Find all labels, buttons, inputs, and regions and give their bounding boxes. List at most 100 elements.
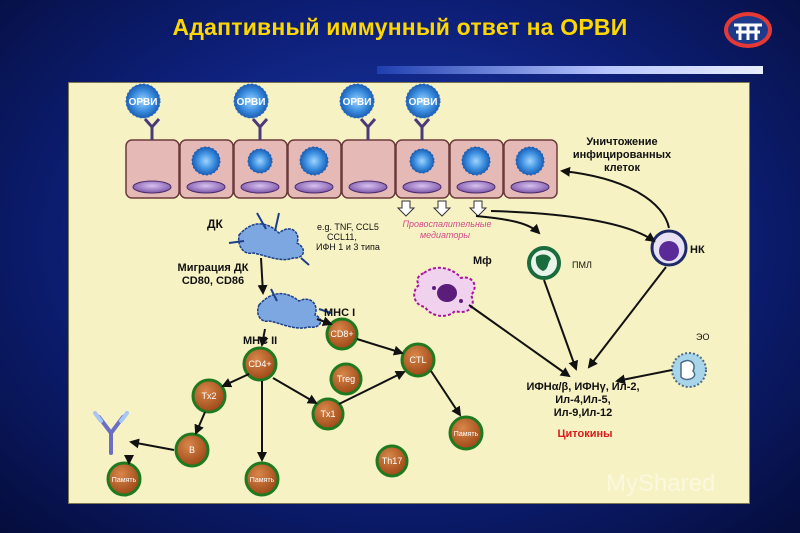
arrow xyxy=(587,266,667,369)
nucleus xyxy=(348,180,388,194)
th1-label: Tx1 xyxy=(320,409,335,419)
arrow xyxy=(316,316,333,327)
intracellular-virus xyxy=(515,146,545,176)
arrow xyxy=(490,210,656,243)
treg-label: Treg xyxy=(337,374,355,384)
hollow-arrow-icon xyxy=(468,200,488,217)
migration-line-1: Миграция ДК xyxy=(178,262,249,274)
virus-label: ОРВИ xyxy=(343,97,372,108)
proinflam-line-1: Провоспалительные xyxy=(402,219,491,229)
dendritic-cell-icon xyxy=(228,212,310,266)
cytokines-line-2: Ил-4,Ил-5, xyxy=(555,394,610,406)
nk-label: НК xyxy=(690,244,705,256)
arrow xyxy=(258,328,269,347)
memory-cell xyxy=(448,415,484,451)
virus-label: ОРВИ xyxy=(129,97,158,108)
receptor-icon xyxy=(359,118,377,140)
arrow xyxy=(430,370,462,417)
pml-label: ПМЛ xyxy=(572,260,592,270)
arrow xyxy=(338,371,406,405)
virus-label: ОРВИ xyxy=(409,97,438,108)
diagram-panel: ОРВИ ОРВИ ОРВИ ОРВИ xyxy=(68,82,750,504)
virion xyxy=(339,83,375,119)
memory-label: Память xyxy=(250,477,275,484)
memory-label: Память xyxy=(454,431,479,438)
mediators-line-1: e.g. TNF, CCL5 xyxy=(317,222,379,232)
watermark: MyShared xyxy=(606,470,716,497)
th2-cell xyxy=(191,378,227,414)
mf-label: Мф xyxy=(473,255,492,267)
receptor-icon xyxy=(143,118,161,140)
cd8-label: CD8+ xyxy=(330,329,353,339)
mhc1-label: MHC I xyxy=(324,307,355,319)
cd8-cell xyxy=(325,317,359,351)
arrow xyxy=(221,373,250,388)
cd4-label: CD4+ xyxy=(248,359,271,369)
arrow xyxy=(475,215,541,235)
receptor-icon xyxy=(251,118,269,140)
nucleus xyxy=(240,180,280,194)
arrow xyxy=(560,166,670,229)
eo-label: ЭО xyxy=(696,332,709,342)
virion xyxy=(405,83,441,119)
arrow xyxy=(356,338,404,356)
th17-cell xyxy=(375,444,409,478)
nucleus xyxy=(510,180,550,194)
cd4-cell xyxy=(242,346,278,382)
arrow xyxy=(129,438,175,451)
receptors xyxy=(143,118,431,140)
slide-title: Адаптивный иммунный ответ на ОРВИ xyxy=(172,14,628,40)
cytokines-line-3: Ил-9,Ил-12 xyxy=(554,407,613,419)
dc-label: ДК xyxy=(207,217,224,231)
b-cell xyxy=(174,432,210,468)
nk-cell-icon xyxy=(650,229,688,267)
intracellular-virus xyxy=(461,146,491,176)
cytokines-title: Цитокины xyxy=(557,428,612,440)
ctl-label: CTL xyxy=(409,355,426,365)
arrow xyxy=(257,257,268,295)
mhc2-label: MHC II xyxy=(243,335,277,347)
cytokines-line-1: ИФНα/β, ИФНγ, Ил-2, xyxy=(526,381,639,393)
receptor-icon xyxy=(413,118,431,140)
nucleus xyxy=(456,180,496,194)
memory-label: Память xyxy=(112,477,137,484)
hollow-arrow-icon xyxy=(432,200,452,217)
th2-label: Tx2 xyxy=(201,391,216,401)
pml-icon xyxy=(527,246,561,280)
memory-cell xyxy=(244,461,280,497)
th17-label: Th17 xyxy=(382,456,403,466)
intracellular-virus xyxy=(409,148,435,174)
treg-cell xyxy=(329,362,363,396)
antibody-icon xyxy=(93,411,129,455)
arrow xyxy=(615,369,673,385)
arrow xyxy=(468,304,571,378)
virus-label: ОРВИ xyxy=(237,97,266,108)
nucleus xyxy=(132,180,172,194)
lymphocyte-cells xyxy=(106,317,484,497)
intracellular-virus xyxy=(191,146,221,176)
virion xyxy=(233,83,269,119)
intracellular-virus xyxy=(247,148,273,174)
proinflam-line-2: медиаторы xyxy=(420,230,470,240)
hollow-arrow-icon xyxy=(396,200,416,217)
ctl-cell xyxy=(400,342,436,378)
destruction-line-2: инфицированных xyxy=(573,149,672,161)
eosinophil-icon xyxy=(671,352,707,388)
intracellular-virus xyxy=(299,146,329,176)
logo-icon xyxy=(724,12,772,48)
epithelium xyxy=(125,139,558,199)
nucleus xyxy=(294,180,334,194)
mediators-line-3: ИФН 1 и 3 типа xyxy=(316,242,380,252)
destruction-line-1: Уничтожение xyxy=(586,136,657,148)
th1-cell xyxy=(311,397,345,431)
nucleus xyxy=(186,180,226,194)
migration-line-2: CD80, CD86 xyxy=(182,275,244,287)
destruction-line-3: клеток xyxy=(604,162,640,174)
nucleus xyxy=(402,180,442,194)
mediators-line-2: CCL11, xyxy=(327,232,357,242)
b-label: B xyxy=(189,445,195,455)
macrophage-icon xyxy=(413,266,476,317)
dendritic-cell-icon xyxy=(257,288,332,329)
arrow xyxy=(194,411,206,435)
arrow xyxy=(272,377,318,405)
